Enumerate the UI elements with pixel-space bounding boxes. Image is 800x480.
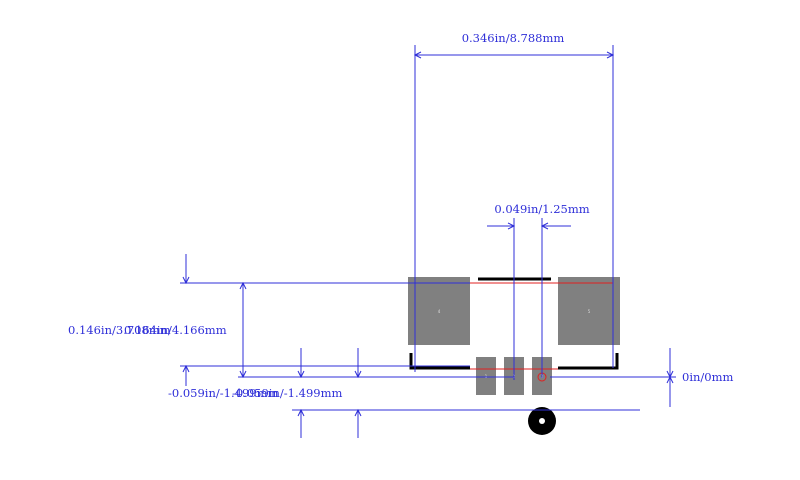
pad-4[interactable]: [408, 277, 470, 345]
dim-zero-label: 0in/0mm: [682, 370, 733, 384]
dim-pitch-label: 0.049in/1.25mm: [494, 202, 589, 216]
pad-5-label: 5: [588, 309, 591, 314]
origin-marker: [528, 407, 556, 435]
pad-4-label: 4: [438, 309, 441, 314]
dim-height-label-b: 0.164in/4.166mm: [124, 323, 227, 337]
dim-offset-label-a: -0.059in/-1.499mm: [168, 386, 278, 400]
pad-1[interactable]: [476, 357, 496, 395]
dim-height-label-a: 0.146in/3.708mm: [68, 323, 171, 337]
dimension-lines: [180, 45, 676, 438]
dim-offset-label-b: -0.059in/-1.499mm: [232, 386, 342, 400]
dim-width-label: 0.346in/8.788mm: [462, 31, 565, 45]
pad-5[interactable]: [558, 277, 620, 345]
